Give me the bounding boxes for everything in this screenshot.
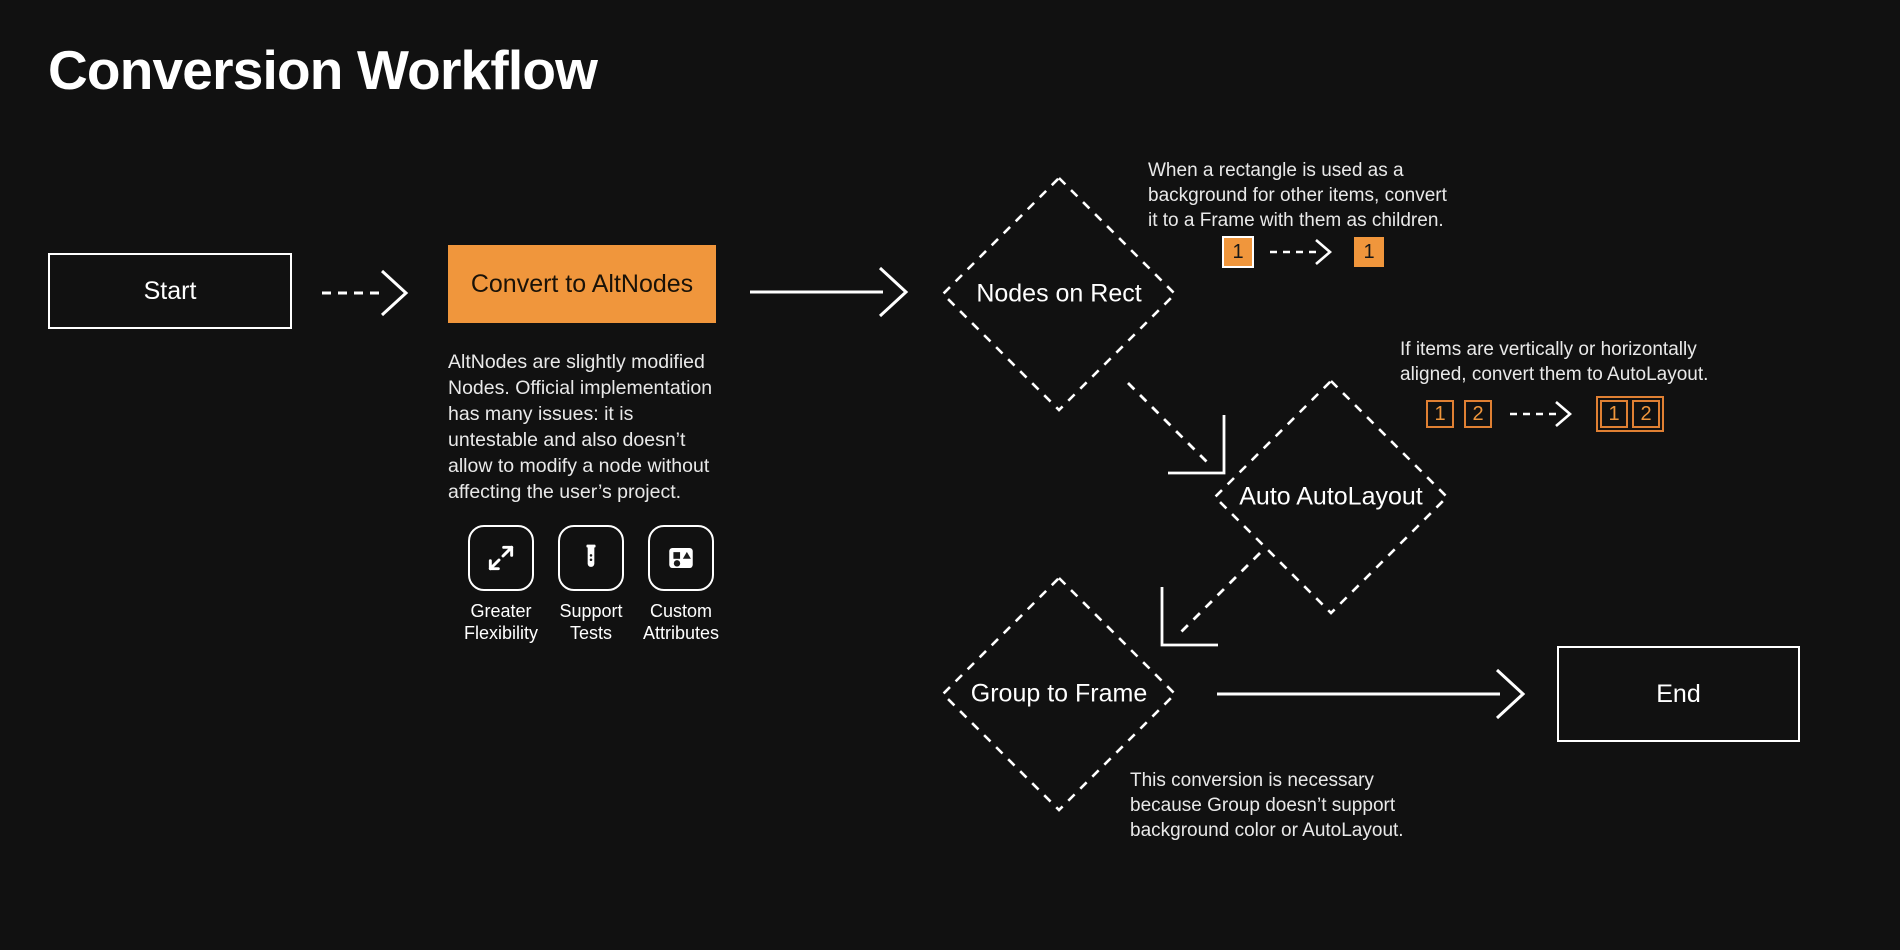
- description-auto-autolayout: If items are vertically or horizontally …: [1400, 339, 1709, 386]
- badge-transform-arrow-icon: [1270, 239, 1332, 265]
- description-nodes-on-rect: When a rectangle is used as a background…: [1148, 160, 1447, 232]
- feature-greater-flexibility[interactable]: Greater Flexibility: [464, 525, 539, 644]
- node-nodes-on-rect[interactable]: Nodes on Rect: [940, 175, 1178, 413]
- node-group-to-frame-label: Group to Frame: [970, 679, 1148, 708]
- connector-autolayout-to-grouptoframe: [1160, 552, 1261, 647]
- badge-example-nodes-on-rect: 1 1: [1222, 236, 1384, 268]
- diamond-outline: [941, 176, 1177, 412]
- badge-after-1: 1: [1600, 400, 1628, 428]
- badge-transform-arrow-icon: [1510, 401, 1572, 427]
- node-convert-to-altnodes[interactable]: Convert to AltNodes: [448, 245, 716, 323]
- expand-arrows-icon: [488, 545, 514, 571]
- node-start[interactable]: Start: [48, 253, 292, 329]
- connector-convert-to-nodesonrect: [750, 266, 909, 318]
- badge-example-auto-autolayout: 1 2 1 2: [1426, 396, 1664, 432]
- connector-nodesonrect-to-autolayout: [1127, 382, 1226, 475]
- diamond-outline: [941, 576, 1177, 812]
- feature-badge: [468, 525, 534, 591]
- feature-badge: [648, 525, 714, 591]
- description-group-to-frame: This conversion is necessary because Gro…: [1130, 770, 1404, 842]
- connector-grouptoframe-to-end: [1217, 668, 1526, 720]
- connector-start-to-convert: [322, 269, 409, 317]
- badge-before-2: 2: [1464, 400, 1492, 428]
- description-altnodes: AltNodes are slightly modified Nodes. Of…: [448, 351, 713, 503]
- feature-list: Greater Flexibility Support Tests: [464, 525, 720, 644]
- badge-after-group: 1 2: [1596, 396, 1664, 432]
- test-tube-icon: [586, 544, 596, 567]
- feature-support-tests[interactable]: Support Tests: [555, 525, 627, 644]
- node-end-label: End: [1656, 679, 1701, 708]
- node-nodes-on-rect-label: Nodes on Rect: [976, 279, 1142, 308]
- badge-after-2: 2: [1632, 400, 1660, 428]
- page-title: Conversion Workflow: [48, 39, 598, 101]
- node-convert-label: Convert to AltNodes: [470, 269, 694, 298]
- node-auto-autolayout-label: Auto AutoLayout: [1239, 482, 1423, 511]
- node-auto-autolayout[interactable]: Auto AutoLayout: [1212, 378, 1450, 616]
- diamond-outline: [1213, 379, 1449, 615]
- node-group-to-frame[interactable]: Group to Frame: [940, 575, 1178, 813]
- badge-before-1: 1: [1222, 236, 1254, 268]
- feature-label: Custom Attributes: [642, 601, 720, 643]
- badge-after-1: 1: [1354, 237, 1384, 267]
- feature-label: Support Tests: [559, 601, 623, 643]
- shapes-icon: [669, 548, 693, 568]
- badge-before-1: 1: [1426, 400, 1454, 428]
- feature-custom-attributes[interactable]: Custom Attributes: [642, 525, 720, 644]
- feature-label: Greater Flexibility: [464, 601, 539, 643]
- node-start-label: Start: [143, 276, 197, 305]
- node-end[interactable]: End: [1557, 646, 1800, 742]
- feature-badge: [558, 525, 624, 591]
